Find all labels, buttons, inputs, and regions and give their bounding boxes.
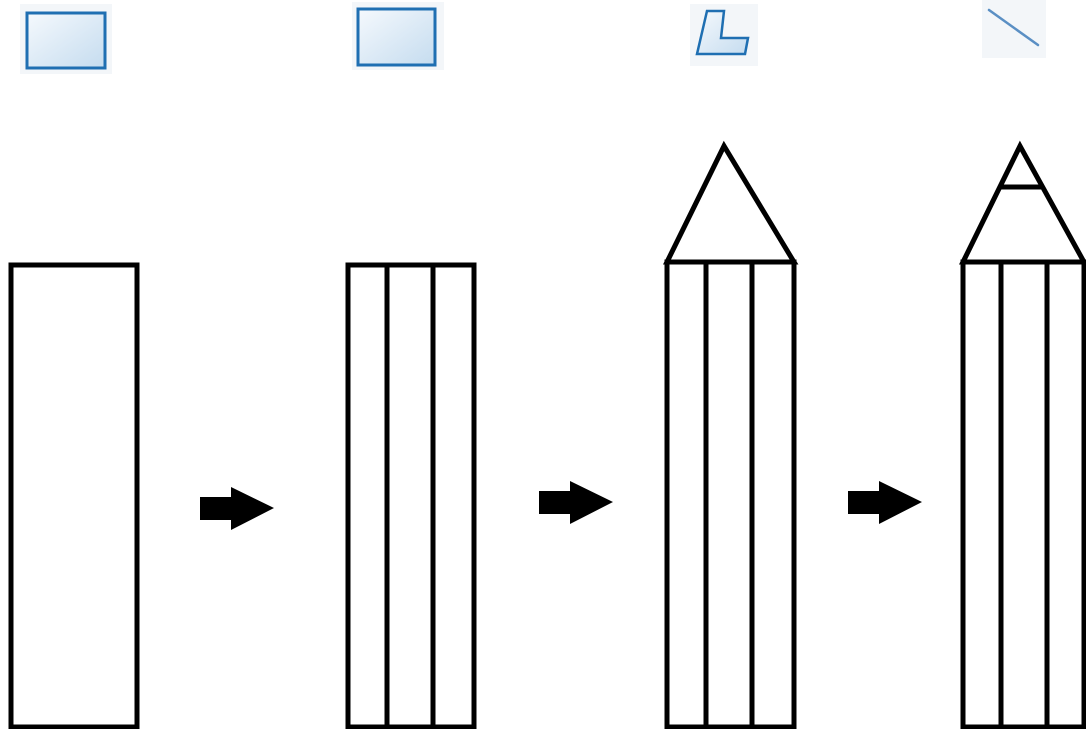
pencil-body bbox=[960, 259, 1086, 729]
step-3-pencil-with-tip bbox=[662, 140, 799, 729]
arrow-right-icon bbox=[200, 487, 274, 530]
freeform-shape-tool-icon[interactable] bbox=[690, 4, 758, 66]
pencil-body bbox=[345, 262, 477, 729]
arrow-right-icon bbox=[539, 481, 613, 524]
rectangle-tool-icon[interactable] bbox=[352, 2, 444, 70]
line-tool-icon[interactable] bbox=[982, 0, 1046, 58]
rectangle-tool-icon[interactable] bbox=[20, 4, 112, 74]
step-4-finished-pencil bbox=[958, 140, 1086, 729]
pencil-body bbox=[8, 262, 140, 729]
toolbar-icons bbox=[20, 0, 1046, 74]
pencil-body bbox=[664, 259, 797, 729]
arrow-right-icon bbox=[848, 481, 922, 524]
step-2-striped-body bbox=[345, 262, 477, 729]
pencil-tip bbox=[958, 140, 1086, 265]
step-1-rectangle bbox=[8, 262, 140, 729]
pencil-tip bbox=[662, 140, 799, 265]
